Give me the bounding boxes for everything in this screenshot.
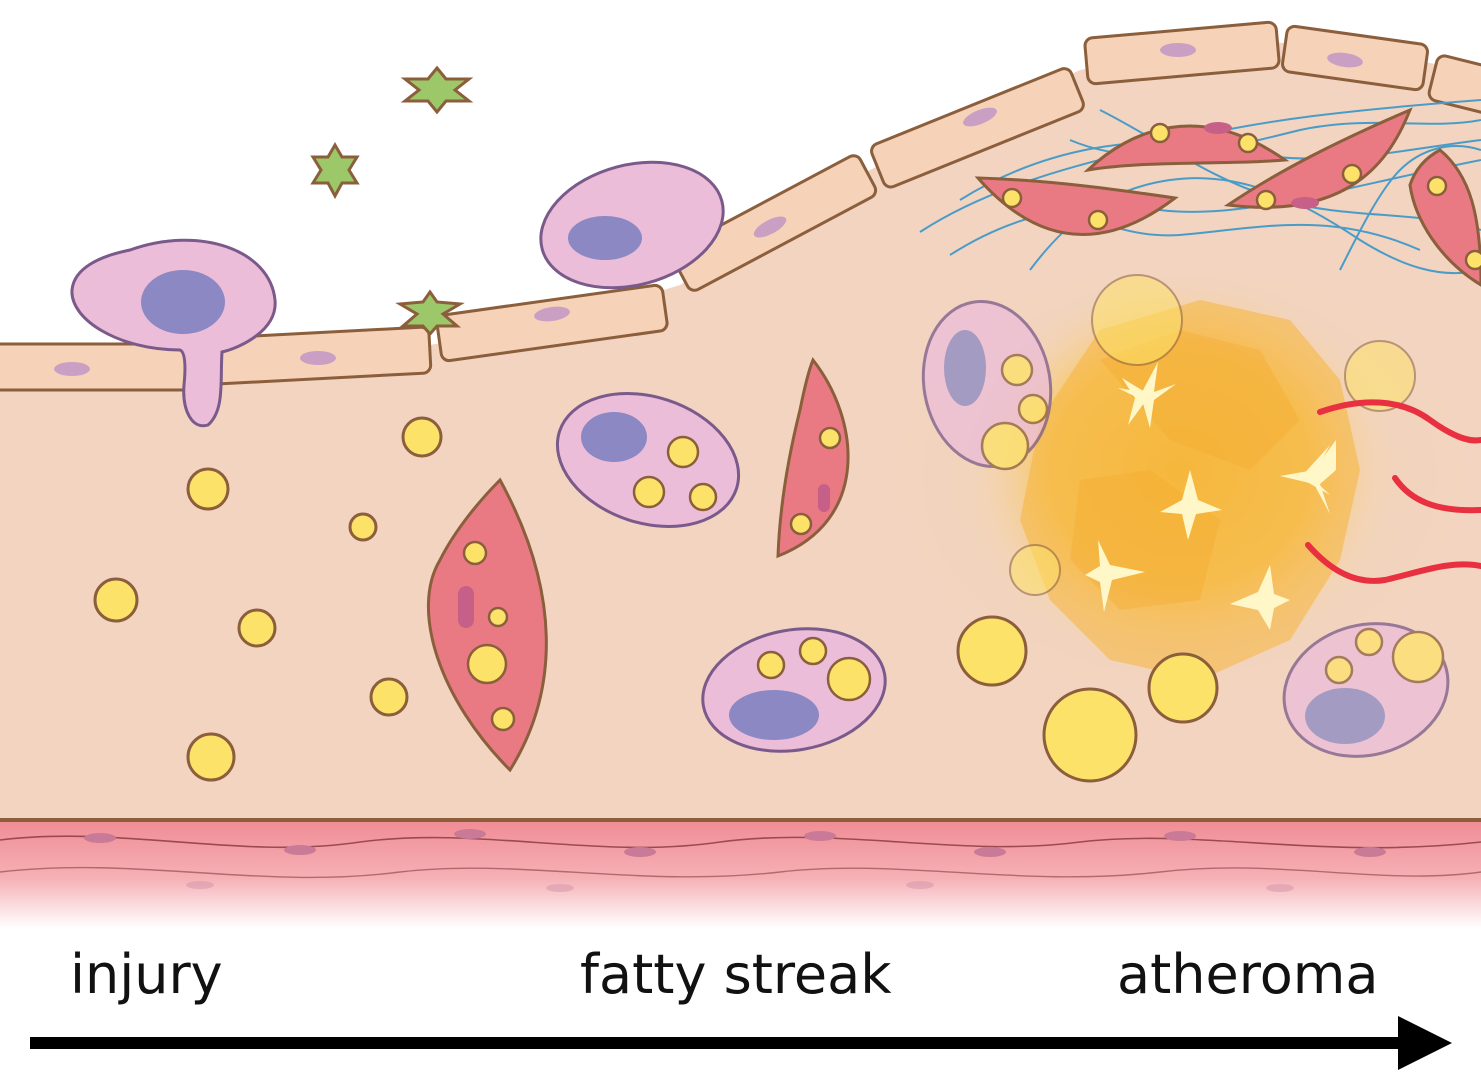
chemokines <box>310 65 474 337</box>
lipid-droplet-icon <box>186 467 230 511</box>
stage-label-fatty-streak: fatty streak <box>580 943 892 1006</box>
cholesterol-crystal-icon <box>1085 540 1145 612</box>
migrating-smooth-muscle-cell <box>426 477 548 773</box>
timeline-arrow <box>30 1016 1452 1070</box>
endothelial-nuclei <box>54 43 1363 376</box>
necrotic-lipid-core <box>850 230 1481 730</box>
migrating-monocyte <box>70 238 277 428</box>
stage-label-injury: injury <box>70 943 223 1006</box>
smooth-muscle-cell-small <box>776 357 850 559</box>
chemokine-star-icon <box>400 65 474 115</box>
rolling-monocyte <box>539 160 725 290</box>
foam-cell <box>701 627 887 753</box>
dying-foam-cell <box>921 300 1053 471</box>
lipid-droplet-icon <box>186 732 236 782</box>
lipid-droplet-icon <box>956 615 1028 687</box>
lipid-droplet-icon <box>237 608 277 648</box>
smooth-muscle-cell <box>1083 124 1290 173</box>
foam-cell <box>555 392 741 528</box>
lipid-droplet-icon <box>369 677 409 717</box>
lipid-droplet-icon <box>93 577 139 623</box>
cholesterol-crystal-icon <box>1122 378 1175 425</box>
cholesterol-crystals <box>1085 362 1336 630</box>
core-lipid-droplets <box>1009 274 1416 596</box>
cap-smooth-muscle-cells <box>974 107 1481 287</box>
lipid-droplet-icon <box>1147 652 1219 724</box>
neovessels <box>1305 399 1481 584</box>
smooth-muscle-cell <box>974 176 1179 236</box>
media-layer <box>0 818 1481 928</box>
cholesterol-crystal-icon <box>1230 565 1290 630</box>
chemokine-star-icon <box>310 142 360 200</box>
dying-foam-cell <box>1282 622 1450 758</box>
ldl-particles <box>93 416 1219 783</box>
chemokine-star-icon <box>395 289 465 337</box>
stage-label-atheroma: atheroma <box>1117 943 1379 1006</box>
cholesterol-crystal-icon <box>1160 470 1222 540</box>
cholesterol-crystal-icon <box>1280 440 1336 514</box>
lipid-droplet-icon <box>1042 687 1138 783</box>
smooth-muscle-cell <box>1223 107 1413 209</box>
lipid-droplet-icon <box>348 512 378 542</box>
lipid-droplet-icon <box>401 416 443 458</box>
cholesterol-crystal-icon <box>1118 362 1176 428</box>
